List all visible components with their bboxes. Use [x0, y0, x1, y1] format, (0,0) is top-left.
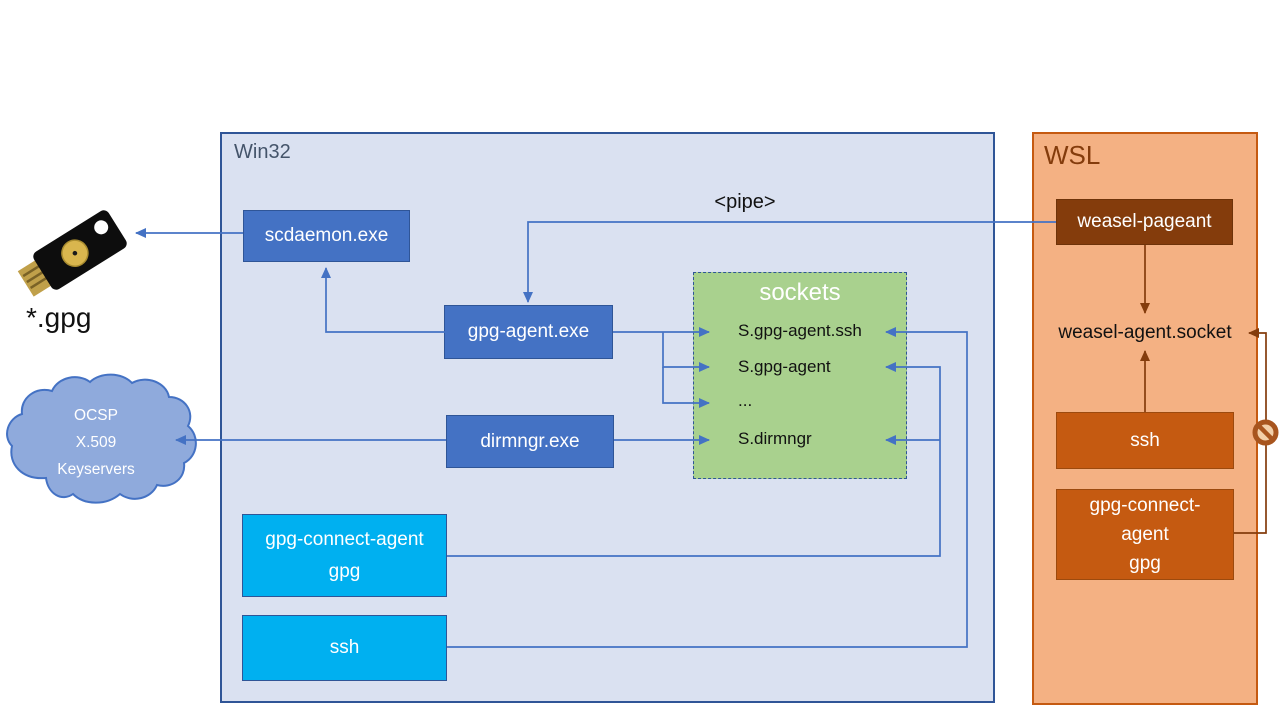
- dirmngr-label: dirmngr.exe: [480, 430, 580, 452]
- gpg-connect-agent-line: gpg: [328, 560, 361, 582]
- gpg-connect-agent-wsl-line: gpg: [1129, 553, 1161, 574]
- ssh-label-win32: ssh: [329, 637, 360, 658]
- gpg-agent-label: gpg-agent.exe: [467, 321, 590, 342]
- wsl-label: WSL: [1044, 140, 1101, 170]
- sockets-title: sockets: [759, 279, 841, 306]
- gpg-connect-agent-line: gpg-connect-agent: [265, 528, 424, 550]
- cloud-line: OCSP: [74, 407, 118, 424]
- ssh-box-win32: ssh: [242, 615, 447, 681]
- gpg-connect-agent-wsl-line: gpg-connect-: [1089, 495, 1201, 516]
- cloud-label: OCSP X.509 Keyservers: [21, 402, 171, 483]
- sockets-box: sockets S.gpg-agent.ssh S.gpg-agent ... …: [693, 272, 907, 479]
- gpg-agent-box: gpg-agent.exe: [444, 305, 613, 359]
- pipe-label: <pipe>: [714, 191, 776, 213]
- wsl-container: WSL weasel-pageant weasel-agent.socket s…: [1032, 132, 1258, 705]
- cloud-icon: [6, 373, 197, 504]
- socket-row-dirmngr: S.dirmngr: [738, 429, 812, 448]
- socket-row-gpg-agent: S.gpg-agent: [738, 357, 831, 376]
- ssh-box-wsl: ssh: [1056, 412, 1234, 469]
- weasel-pageant-label: weasel-pageant: [1077, 211, 1212, 232]
- gpg-files-label: *.gpg: [26, 302, 92, 333]
- no-entry-icon: [1252, 419, 1279, 446]
- weasel-agent-socket-label: weasel-agent.socket: [1058, 322, 1232, 343]
- dirmngr-box: dirmngr.exe: [446, 415, 614, 468]
- gpg-connect-agent-box-win32: gpg-connect-agent gpg: [242, 514, 447, 597]
- win32-label: Win32: [234, 141, 291, 163]
- yubikey-icon: [17, 210, 127, 297]
- socket-row-ellipsis: ...: [738, 391, 753, 410]
- win32-container: Win32 scdaemon.exe gpg-agent.exe dirmngr…: [220, 132, 995, 703]
- socket-row-gpg-agent-ssh: S.gpg-agent.ssh: [738, 321, 862, 340]
- cloud-line: X.509: [75, 434, 117, 451]
- gpg-connect-agent-wsl-line: agent: [1121, 524, 1169, 545]
- ssh-label-wsl: ssh: [1130, 429, 1160, 451]
- cloud-line: Keyservers: [57, 461, 135, 478]
- scdaemon-label: scdaemon.exe: [264, 225, 389, 246]
- weasel-pageant-box: weasel-pageant: [1056, 199, 1233, 245]
- gpg-connect-agent-box-wsl: gpg-connect- agent gpg: [1056, 489, 1234, 580]
- scdaemon-box: scdaemon.exe: [243, 210, 410, 262]
